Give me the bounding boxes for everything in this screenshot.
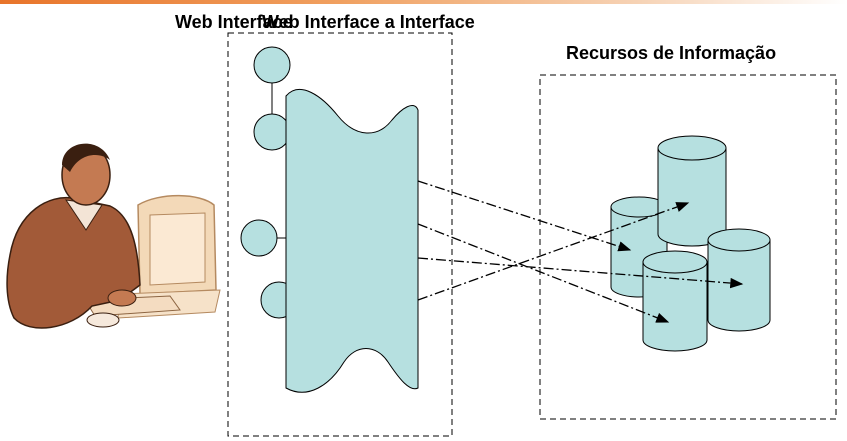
web-interface-boundary <box>227 32 453 437</box>
interface-port-circle-2 <box>253 113 291 151</box>
interface-port-circle-1 <box>253 46 291 84</box>
request-arrow-2 <box>417 223 670 323</box>
resources-boundary <box>539 74 837 420</box>
person-at-computer-icon <box>6 143 221 329</box>
top-accent-bar <box>0 0 847 4</box>
database-cylinder-icon <box>642 250 708 352</box>
request-arrow-3 <box>417 257 744 289</box>
request-arrow-1 <box>417 180 632 252</box>
resources-title: Recursos de Informação <box>566 43 777 63</box>
web-interface-shape <box>285 89 419 393</box>
database-cylinder-icon <box>707 228 771 332</box>
interface-port-circle-3 <box>240 219 278 257</box>
request-arrow-4 <box>417 202 690 301</box>
web-interface-overlap-title: Web Interface a Interface <box>262 12 475 32</box>
database-cylinder-icon <box>657 135 727 247</box>
web-interface-title: Web Interface <box>175 12 293 32</box>
